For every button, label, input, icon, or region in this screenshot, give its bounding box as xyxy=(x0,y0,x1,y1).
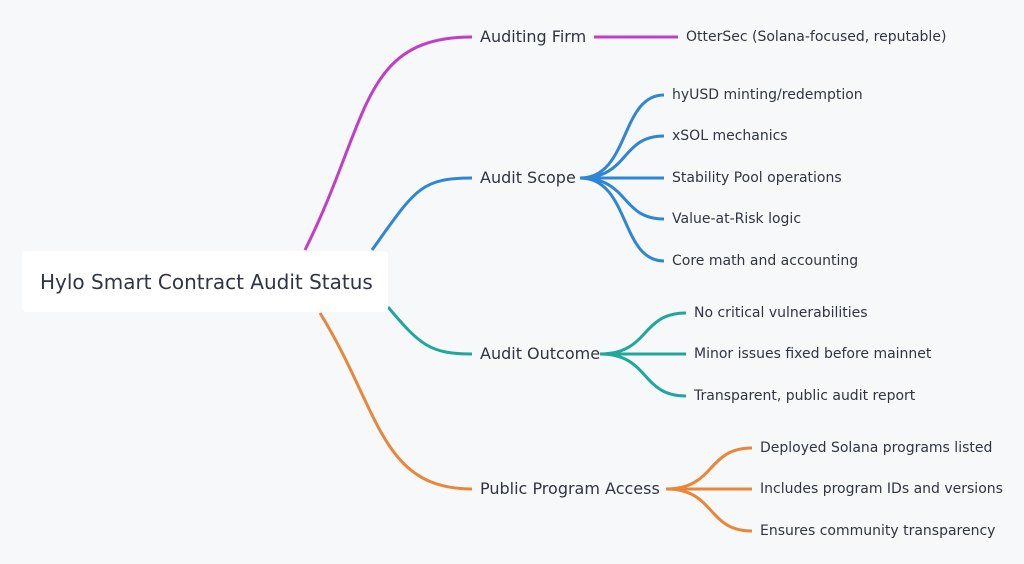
connector-root-auditing-firm xyxy=(303,35,473,251)
leaf-public-access-2[interactable]: Ensures community transparency xyxy=(760,523,996,539)
leaf-public-access-0[interactable]: Deployed Solana programs listed xyxy=(760,440,993,456)
public-access-fan xyxy=(665,446,753,533)
leaf-auditing-firm-0[interactable]: OtterSec (Solana-focused, reputable) xyxy=(686,29,947,45)
branch-audit-scope[interactable]: Audit Scope xyxy=(480,168,576,187)
connector-root-audit-scope xyxy=(370,176,473,251)
leaf-audit-outcome-0[interactable]: No critical vulnerabilities xyxy=(694,305,868,321)
leaf-audit-scope-2[interactable]: Stability Pool operations xyxy=(672,170,842,186)
connector-root-public-access xyxy=(318,312,473,491)
root-node[interactable] xyxy=(22,251,388,312)
leaf-audit-outcome-1[interactable]: Minor issues fixed before mainnet xyxy=(694,346,932,362)
branch-auditing-firm[interactable]: Auditing Firm xyxy=(480,27,587,46)
leaf-audit-scope-3[interactable]: Value-at-Risk logic xyxy=(672,211,802,227)
leaf-public-access-1[interactable]: Includes program IDs and versions xyxy=(760,481,1003,497)
leaf-audit-scope-0[interactable]: hyUSD minting/redemption xyxy=(672,87,863,103)
leaf-audit-outcome-2[interactable]: Transparent, public audit report xyxy=(694,388,916,404)
connector-root-audit-outcome xyxy=(386,306,473,356)
branch-audit-outcome[interactable]: Audit Outcome xyxy=(480,344,601,363)
root-node-label: Hylo Smart Contract Audit Status xyxy=(40,270,373,294)
branch-public-program-access[interactable]: Public Program Access xyxy=(480,479,660,498)
audit-outcome-fan xyxy=(599,311,687,398)
audit-scope-fan xyxy=(579,93,665,263)
leaf-audit-scope-4[interactable]: Core math and accounting xyxy=(672,253,859,269)
leaf-audit-scope-1[interactable]: xSOL mechanics xyxy=(672,128,788,144)
